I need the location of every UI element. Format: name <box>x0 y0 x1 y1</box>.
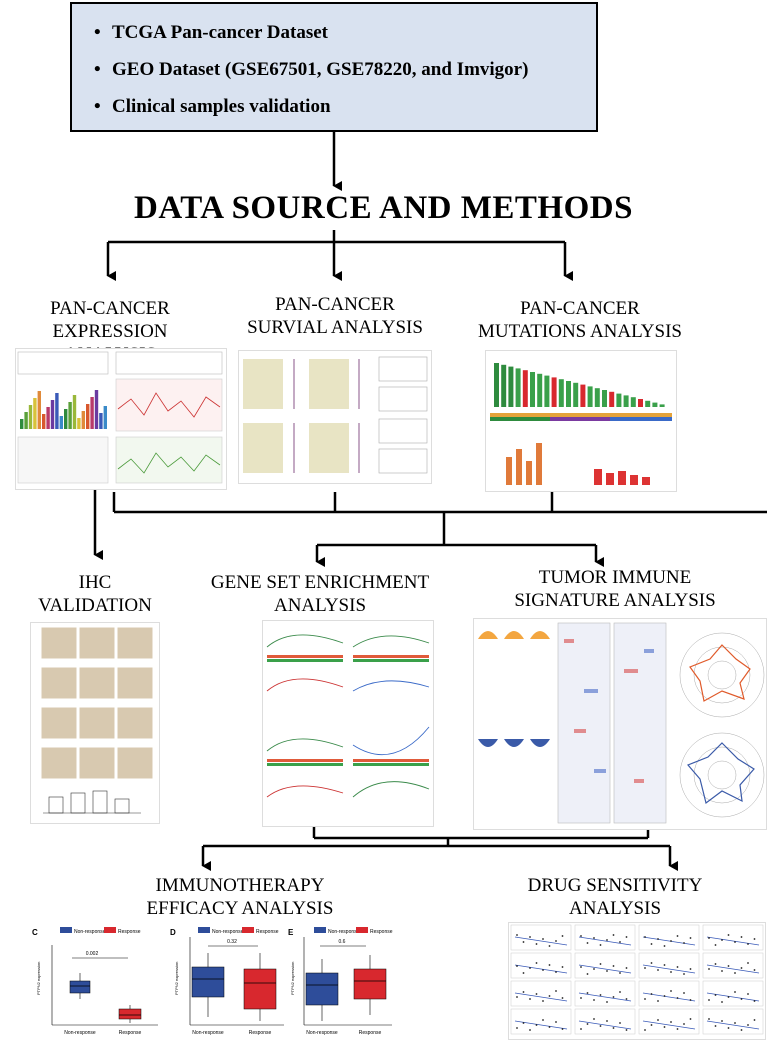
boxplot-panel-d: D Non-response Response 0.32 PTPN2 expre… <box>170 927 284 1036</box>
source-item-clinical: Clinical samples validation <box>94 88 596 125</box>
p-value: 0.32 <box>227 939 237 945</box>
drug-sensitivity-thumbnail <box>508 922 766 1040</box>
p-value: 0.6 <box>339 939 346 945</box>
immune-thumbnail <box>473 618 767 830</box>
boxplot-panel-c: C Non-response Response 0.002 PTPN2 expr… <box>32 927 158 1036</box>
survival-thumbnail <box>238 350 432 484</box>
gsea-thumbnail <box>262 620 434 827</box>
panel-letter: D <box>170 928 176 937</box>
svg-text:PTPN2 expression: PTPN2 expression <box>174 962 179 995</box>
panel-letter: E <box>288 928 294 937</box>
mutations-thumbnail <box>485 350 677 492</box>
source-item-geo: GEO Dataset (GSE67501, GSE78220, and Imv… <box>94 51 596 88</box>
expression-thumbnail <box>15 348 227 490</box>
svg-text:PTPN2 expression: PTPN2 expression <box>36 962 41 995</box>
svg-text:Response: Response <box>119 1030 142 1036</box>
svg-text:PTPN2 expression: PTPN2 expression <box>290 962 295 995</box>
svg-text:Non-response: Non-response <box>64 1030 96 1036</box>
svg-text:Non-response: Non-response <box>328 929 360 935</box>
svg-text:Response: Response <box>118 929 141 935</box>
svg-text:Response: Response <box>359 1030 382 1036</box>
svg-text:Non-response: Non-response <box>74 929 106 935</box>
boxplot-panel-e: E Non-response Response 0.6 PTPN2 expres… <box>288 927 393 1036</box>
source-item-tcga: TCGA Pan-cancer Dataset <box>94 14 596 51</box>
svg-text:Response: Response <box>256 929 279 935</box>
panel-letter: C <box>32 928 38 937</box>
svg-text:Non-response: Non-response <box>192 1030 224 1036</box>
svg-text:Non-response: Non-response <box>306 1030 338 1036</box>
main-title: DATA SOURCE AND METHODS <box>134 190 633 226</box>
p-value: 0.002 <box>86 951 99 957</box>
svg-text:Response: Response <box>370 929 393 935</box>
svg-text:Response: Response <box>249 1030 272 1036</box>
ihc-thumbnail <box>30 622 160 824</box>
svg-text:Non-response: Non-response <box>212 929 244 935</box>
data-source-box: TCGA Pan-cancer Dataset GEO Dataset (GSE… <box>70 2 598 132</box>
